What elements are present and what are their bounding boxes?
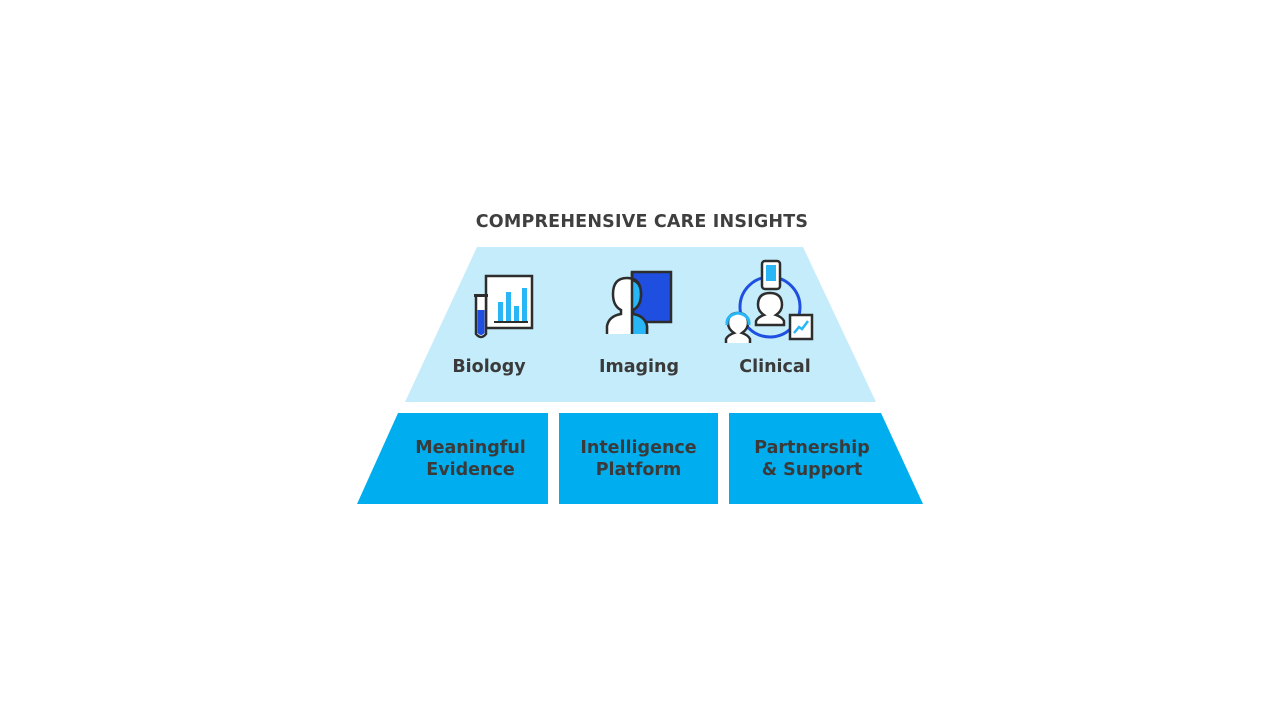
head-scan-icon — [605, 270, 673, 334]
category-label-clinical: Clinical — [739, 357, 811, 377]
pillar-label: Partnership & Support — [754, 437, 870, 480]
pillar-label: Intelligence Platform — [580, 437, 697, 480]
category-label-biology: Biology — [452, 357, 526, 377]
pillar-intelligence-platform: Intelligence Platform — [559, 413, 718, 504]
diagram-title: COMPREHENSIVE CARE INSIGHTS — [475, 212, 809, 232]
pillar-meaningful-evidence: Meaningful Evidence — [357, 413, 548, 504]
pillar-label: Meaningful Evidence — [415, 437, 526, 480]
pillar-partnership-support: Partnership & Support — [729, 413, 923, 504]
test-tube-chart-icon — [474, 274, 534, 339]
clinical-network-icon — [724, 259, 814, 343]
category-label-imaging: Imaging — [598, 357, 680, 377]
